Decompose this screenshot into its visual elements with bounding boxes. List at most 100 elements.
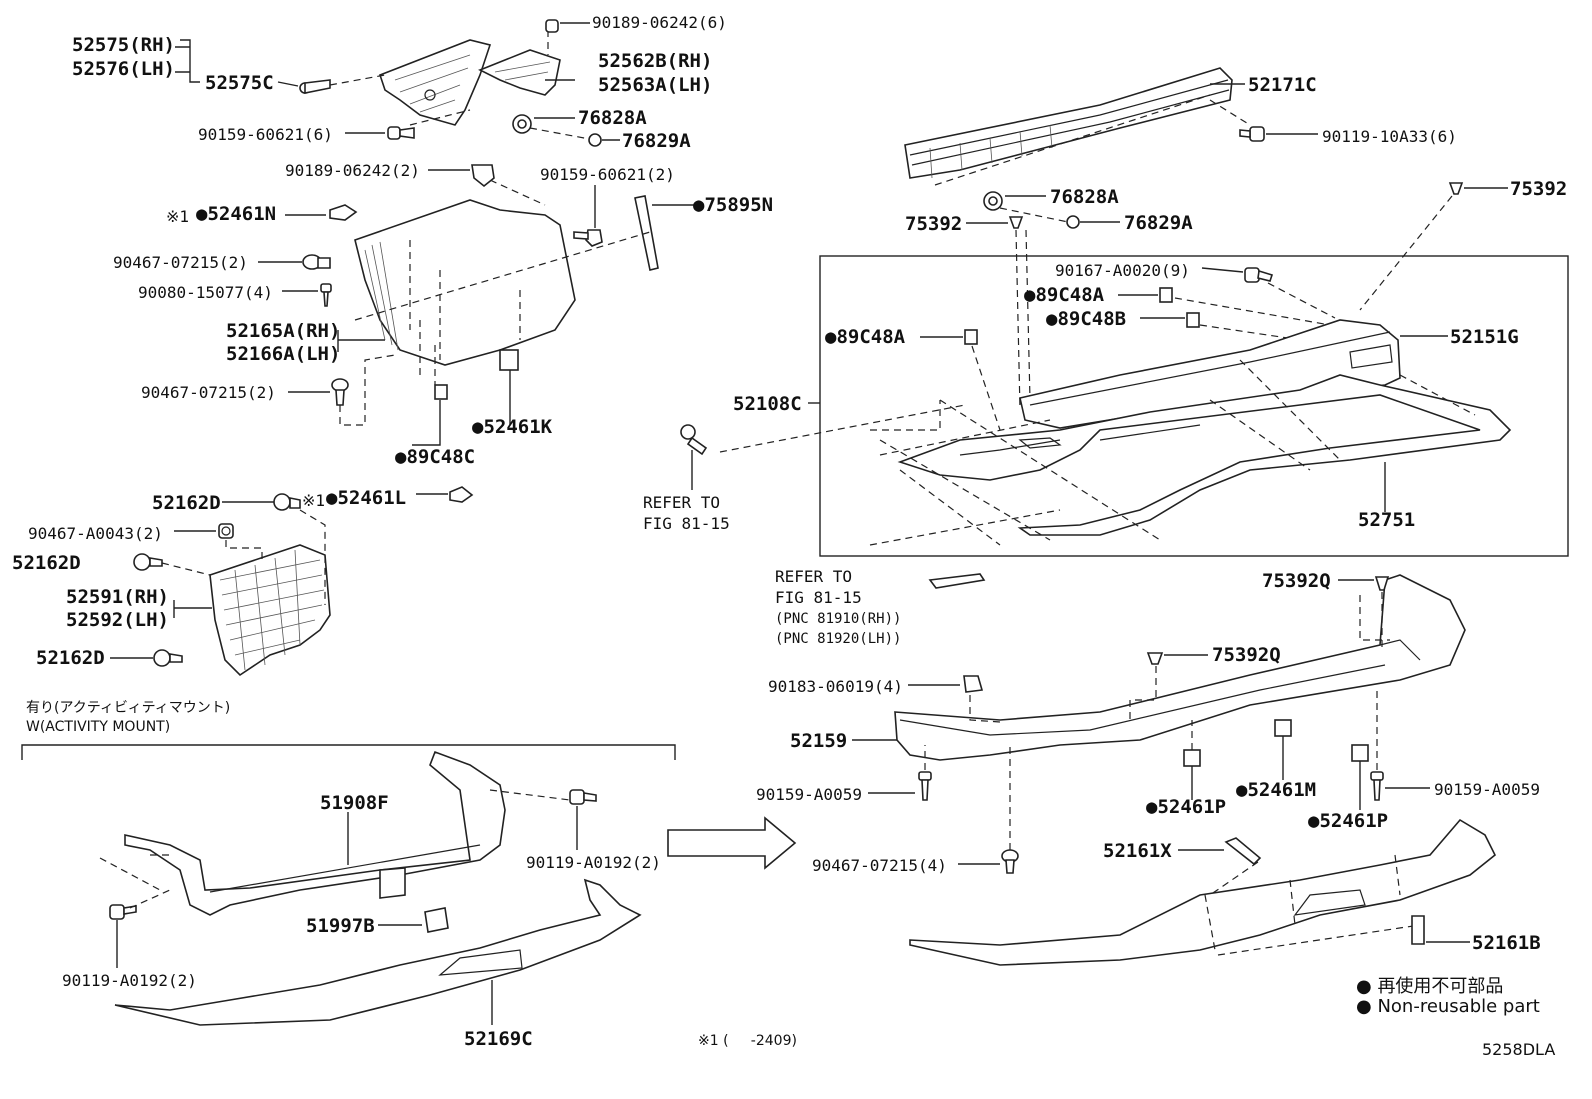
footnote: ※1 ( -2409)	[698, 1033, 797, 1049]
callout-52162d-b: 52162D	[12, 552, 81, 574]
nut-90467-a0043	[218, 523, 234, 539]
screw-90159-a0059-a	[918, 771, 932, 801]
callout-52165a: 52165A(RH)	[226, 320, 341, 342]
callout-90159-60621-6: 90159-60621(6)	[198, 125, 333, 144]
mark-1-b: ※1	[302, 491, 326, 510]
activity-mount-jp: 有り(アクティビィティマウント)	[26, 700, 231, 716]
undercover-52751	[897, 374, 1512, 536]
refer-to-2: REFER TO	[775, 567, 853, 586]
screw-90189-06242	[545, 19, 559, 33]
extension-52165a	[354, 199, 576, 366]
clip-90467-07215-b	[331, 378, 349, 406]
activity-mount-bracket-line	[21, 744, 676, 760]
callout-52592: 52592(LH)	[66, 609, 169, 631]
screw-90159-a0059-b	[1370, 771, 1384, 801]
clip-52161b	[1411, 915, 1425, 945]
nut-76828a-2	[983, 191, 1003, 211]
callout-52161x: 52161X	[1103, 840, 1172, 862]
nut-89c48a	[1159, 287, 1173, 303]
callout-89c48a-2: 89C48A	[825, 326, 905, 348]
callout-90159-60621-2: 90159-60621(2)	[540, 165, 675, 184]
clip-refer-81-15-a	[680, 424, 708, 456]
nut-76828a	[512, 114, 532, 134]
bolt-90159-60621-2	[573, 229, 603, 247]
lamp-refer-81-15	[928, 573, 986, 589]
pad-52461l	[449, 486, 474, 503]
callout-52169c: 52169C	[464, 1028, 533, 1050]
clip-52162d-a	[273, 493, 301, 511]
clip-90467-07215	[302, 254, 331, 270]
clip-75392q-b	[1146, 652, 1164, 665]
bolt-90119-a0192-a	[569, 789, 597, 805]
hitch-beam-51908f	[124, 750, 506, 916]
legend-dot-en: ●	[1356, 996, 1378, 1017]
callout-52575c: 52575C	[205, 72, 274, 94]
reinforcement-52171c	[904, 67, 1233, 179]
mudguard-52591	[209, 544, 331, 677]
pad-52461n	[329, 204, 358, 221]
mark-1-a: ※1	[166, 207, 190, 226]
garnish-52169c	[114, 878, 642, 1026]
diagram-code: 5258DLA	[1482, 1040, 1556, 1059]
upper-cover-52151g	[1019, 319, 1401, 429]
callout-76828a: 76828A	[578, 107, 647, 129]
screw-90080-15077	[320, 283, 332, 307]
pad-52461p-b	[1351, 744, 1369, 762]
callout-52576: 52576(LH)	[72, 58, 175, 80]
callout-90467-07215-4: 90467-07215(4)	[812, 856, 947, 875]
nut-89c48b	[1186, 312, 1200, 328]
callout-90467-a0043: 90467-A0043(2)	[28, 524, 163, 543]
bolt-90167-a0020	[1244, 267, 1274, 283]
callout-52461k: 52461K	[472, 416, 552, 438]
activity-mount-en: W(ACTIVITY MOUNT)	[26, 719, 171, 735]
callout-52171c: 52171C	[1248, 74, 1317, 96]
refer-fig-2: FIG 81-15	[775, 588, 862, 607]
callout-90080-15077: 90080-15077(4)	[138, 283, 273, 302]
callout-51997b: 51997B	[306, 915, 375, 937]
callout-90467-07215-2b: 90467-07215(2)	[141, 383, 276, 402]
callout-52461m: 52461M	[1236, 779, 1316, 801]
callout-90119-a0192-a: 90119-A0192(2)	[526, 853, 661, 872]
lower-cover-52159	[894, 574, 1466, 761]
clip-90467-07215-c	[1001, 849, 1019, 874]
hitch-cover-51997b	[424, 907, 449, 933]
callout-52461p-a: 52461P	[1146, 796, 1226, 818]
assembly-box	[819, 255, 1569, 557]
callout-52159: 52159	[790, 730, 848, 752]
pad-52461k	[499, 349, 519, 371]
legend-en: ● Non-reusable part	[1356, 996, 1540, 1017]
clip-52162d-c	[153, 649, 183, 667]
clip-90189-06242-2	[471, 164, 495, 188]
callout-52575: 52575(RH)	[72, 34, 175, 56]
callout-52166a: 52166A(LH)	[226, 343, 341, 365]
callout-75392-b: 75392	[1510, 178, 1568, 200]
screw-90159-60621	[387, 126, 415, 140]
refer-pnc-lh: (PNC 81920(LH))	[775, 631, 902, 647]
callout-52161b: 52161B	[1472, 932, 1541, 954]
legend-jp: ● 再使用不可部品	[1356, 972, 1503, 998]
clip-75392-a	[1008, 216, 1024, 229]
callout-90189-06242-6: 90189-06242(6)	[592, 13, 727, 32]
callout-52461l: 52461L	[326, 487, 406, 509]
legend-jp-text: 再使用不可部品	[1377, 976, 1504, 997]
callout-90467-07215-2a: 90467-07215(2)	[113, 253, 248, 272]
clip-90183-06019	[963, 675, 984, 693]
callout-90189-06242-2: 90189-06242(2)	[285, 161, 420, 180]
callout-75895n: 75895N	[693, 194, 773, 216]
callout-75392q-a: 75392Q	[1262, 570, 1331, 592]
callout-52563a: 52563A(LH)	[598, 74, 713, 96]
callout-76828a-2: 76828A	[1050, 186, 1119, 208]
nut-89c48c	[434, 384, 448, 400]
callout-75392q-b: 75392Q	[1212, 644, 1281, 666]
clip-52161x	[1224, 837, 1262, 866]
callout-76829a: 76829A	[622, 130, 691, 152]
callout-52751: 52751	[1358, 509, 1416, 531]
clip-75392q-a	[1374, 576, 1390, 591]
callout-52162d-a: 52162D	[152, 492, 221, 514]
pad-52461p-a	[1183, 749, 1201, 767]
lower-garnish	[909, 818, 1497, 966]
callout-52461p-b: 52461P	[1308, 810, 1388, 832]
refer-pnc-rh: (PNC 81910(RH))	[775, 611, 902, 627]
callout-89c48c: 89C48C	[395, 446, 475, 468]
